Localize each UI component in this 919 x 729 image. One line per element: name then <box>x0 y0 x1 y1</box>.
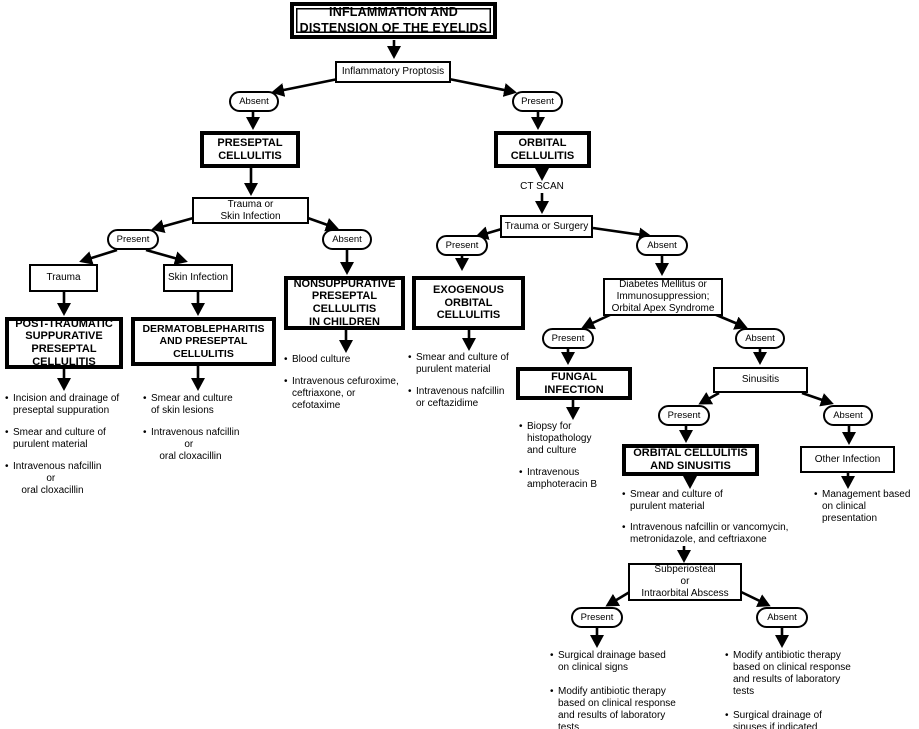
branch-absent-trauma-skin: Absent <box>322 229 372 250</box>
treatment-item: •Intravenous nafcillin or oral cloxacill… <box>5 461 102 496</box>
bullet-icon: • <box>5 393 9 404</box>
treatment-item: •Intravenous cefuroxime, ceftriaxone, or… <box>284 376 399 411</box>
bullet-icon: • <box>5 427 9 438</box>
bullet-icon: • <box>550 650 554 661</box>
treatment-item: •Management based on clinical presentati… <box>814 489 911 524</box>
treatment-list-dermatoblepharitis: •Smear and culture of skin lesions •Intr… <box>143 393 268 463</box>
diagnosis-exogenous-orbital-cellulitis: EXOGENOUS ORBITAL CELLULITIS <box>412 276 525 330</box>
bullet-icon: • <box>550 686 554 697</box>
treatment-item: •Blood culture <box>284 354 351 365</box>
flow-arrow <box>713 312 748 330</box>
branch-absent-diabetes: Absent <box>735 328 785 349</box>
treatment-list-other-infection: •Management based on clinical presentati… <box>814 489 919 525</box>
branch-absent-abscess: Absent <box>756 607 808 628</box>
decision-trauma-or-surgery: Trauma or Surgery <box>500 215 593 238</box>
diagnosis-orbital-cellulitis: ORBITAL CELLULITIS <box>494 131 591 168</box>
diagnosis-post-traumatic-suppurative: POST-TRAUMATIC SUPPURATIVE PRESEPTAL CEL… <box>5 317 123 369</box>
bullet-icon: • <box>408 386 412 397</box>
decision-sinusitis: Sinusitis <box>713 367 808 393</box>
bullet-icon: • <box>622 522 626 533</box>
flow-arrow <box>581 312 613 330</box>
diagnosis-preseptal-cellulitis: PRESEPTAL CELLULITIS <box>200 131 300 168</box>
treatment-item: •Smear and culture of purulent material <box>622 489 723 512</box>
flow-arrow <box>736 588 771 607</box>
treatment-item: •Smear and culture of purulent material <box>408 352 509 375</box>
flow-arrow <box>271 77 339 97</box>
bullet-icon: • <box>408 352 412 363</box>
diagnosis-orbital-cellulitis-and-sinusitis: ORBITAL CELLULITIS AND SINUSITIS <box>622 444 759 476</box>
bullet-icon: • <box>519 421 523 432</box>
treatment-item: •Intravenous amphoteracin B <box>519 467 598 490</box>
flow-arrow <box>801 391 834 407</box>
flow-arrow <box>151 215 198 234</box>
branch-present-sinusitis: Present <box>658 405 710 426</box>
bullet-icon: • <box>725 650 729 661</box>
treatment-item: •Modify antibiotic therapy based on clin… <box>550 686 676 729</box>
branch-present-trauma-skin: Present <box>107 229 159 250</box>
treatment-item: •Incision and drainage of preseptal supp… <box>5 393 120 416</box>
flow-arrow <box>304 215 339 232</box>
treatment-list-abscess-present: •Surgical drainage based on clinical sig… <box>550 650 690 729</box>
bullet-icon: • <box>725 710 729 721</box>
decision-inflammatory-proptosis: Inflammatory Proptosis <box>335 61 451 83</box>
title-box: INFLAMMATION AND DISTENSION OF THE EYELI… <box>290 2 497 39</box>
decision-subperiosteal-intraorbital-abscess: Subperiosteal or Intraorbital Abscess <box>628 563 742 601</box>
decision-trauma: Trauma <box>29 264 98 292</box>
bullet-icon: • <box>284 376 288 387</box>
branch-present-trauma-surgery: Present <box>436 235 488 256</box>
bullet-icon: • <box>814 489 818 500</box>
branch-present-diabetes: Present <box>542 328 594 349</box>
treatment-item: •Smear and culture of skin lesions <box>143 393 233 416</box>
treatment-list-nonsuppurative: •Blood culture •Intravenous cefuroxime, … <box>284 354 408 412</box>
treatment-item: •Surgical drainage of sinuses if indicat… <box>725 710 822 729</box>
decision-trauma-or-skin-infection: Trauma or Skin Infection <box>192 197 309 224</box>
treatment-item: •Biopsy for histopathology and culture <box>519 421 592 456</box>
decision-diabetes-immunosuppression: Diabetes Mellitus or Immunosuppression; … <box>603 278 723 316</box>
bullet-icon: • <box>143 393 147 404</box>
bullet-icon: • <box>622 489 626 500</box>
bullet-icon: • <box>284 354 288 365</box>
treatment-list-exogenous: •Smear and culture of purulent material … <box>408 352 526 410</box>
branch-absent-trauma-surgery: Absent <box>636 235 688 256</box>
treatment-list-orbital-sinusitis: •Smear and culture of purulent material … <box>622 489 802 546</box>
flow-arrow <box>145 248 188 266</box>
diagnosis-dermatoblepharitis: DERMATOBLEPHARITIS AND PRESEPTAL CELLULI… <box>131 317 276 366</box>
treatment-item: •Surgical drainage based on clinical sig… <box>550 650 666 673</box>
step-ct-scan: CT SCAN <box>520 181 564 192</box>
decision-skin-infection: Skin Infection <box>163 264 233 292</box>
bullet-icon: • <box>519 467 523 478</box>
flow-arrow <box>79 248 118 265</box>
diagnosis-nonsuppurative-preseptal-cellulitis: NONSUPPURATIVE PRESEPTAL CELLULITIS IN C… <box>284 276 405 330</box>
treatment-item: •Intravenous nafcillin or oral cloxacill… <box>143 427 240 462</box>
treatment-list-post-traumatic: •Incision and drainage of preseptal supp… <box>5 393 135 497</box>
flow-arrow <box>592 226 652 242</box>
treatment-item: •Intravenous nafcillin or ceftazidime <box>408 386 505 409</box>
treatment-list-fungal: •Biopsy for histopathology and culture •… <box>519 421 619 491</box>
decision-other-infection: Other Infection <box>800 446 895 473</box>
branch-absent-sinusitis: Absent <box>823 405 873 426</box>
treatment-item: •Modify antibiotic therapy based on clin… <box>725 650 851 697</box>
branch-absent-proptosis: Absent <box>229 91 279 112</box>
branch-present-proptosis: Present <box>512 91 563 112</box>
diagnosis-fungal-infection: FUNGAL INFECTION <box>516 367 632 400</box>
flow-arrow <box>448 77 517 97</box>
branch-present-abscess: Present <box>571 607 623 628</box>
bullet-icon: • <box>5 461 9 472</box>
bullet-icon: • <box>143 427 147 438</box>
treatment-list-abscess-absent: •Modify antibiotic therapy based on clin… <box>725 650 880 729</box>
flow-arrow <box>698 391 720 405</box>
treatment-item: •Intravenous nafcillin or vancomycin, me… <box>622 522 789 545</box>
treatment-item: •Smear and culture of purulent material <box>5 427 106 450</box>
